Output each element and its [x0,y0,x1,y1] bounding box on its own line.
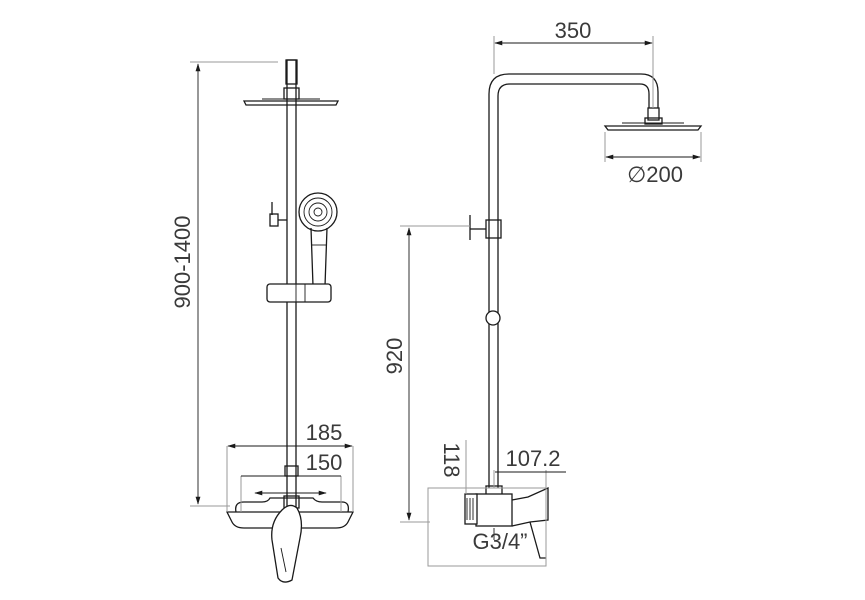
side-slider-knob [485,310,501,326]
side-mixer-body [464,485,549,566]
side-valve-height-dimension: 920 [382,225,470,523]
front-riser-top [285,59,298,85]
side-arm-length-dimension: 350 [493,18,654,108]
valve-depth-label: 118 [439,442,464,477]
front-height-dimension: 900-1400 [170,61,278,507]
front-mixer-body [225,497,355,529]
side-wall-outline [427,487,547,567]
side-thread-dimension: G3/4” [472,528,528,554]
side-wall-offset-dimension: 107.2 [493,446,566,488]
front-view: 900-1400 185 150 [170,59,355,583]
front-body-width-dimension: 185 [226,420,354,512]
front-overhead-shower-head [242,87,340,106]
front-hand-shower [298,192,338,287]
side-valve-depth-dimension: 118 [439,440,467,494]
inlet-spacing-label: 150 [306,450,343,475]
front-lever-handle [271,504,303,583]
head-diameter-label: ∅200 [627,162,683,187]
front-inlet-spacing-dimension: 150 [240,450,343,512]
inlet-thread-label: G3/4” [472,529,527,554]
front-diverter-block [266,283,332,303]
body-width-label: 185 [306,420,343,445]
height-range-label: 900-1400 [170,216,195,309]
side-view: 350 ∅200 920 [382,18,703,567]
side-overhead-shower-head [603,117,703,131]
front-hand-shower-holder [269,202,287,227]
valve-height-label: 920 [382,338,407,375]
side-head-diameter-dimension: ∅200 [604,132,702,187]
arm-length-label: 350 [555,18,592,43]
side-holder [469,215,502,240]
side-riser-and-arm [488,73,659,488]
wall-offset-label: 107.2 [505,446,560,471]
